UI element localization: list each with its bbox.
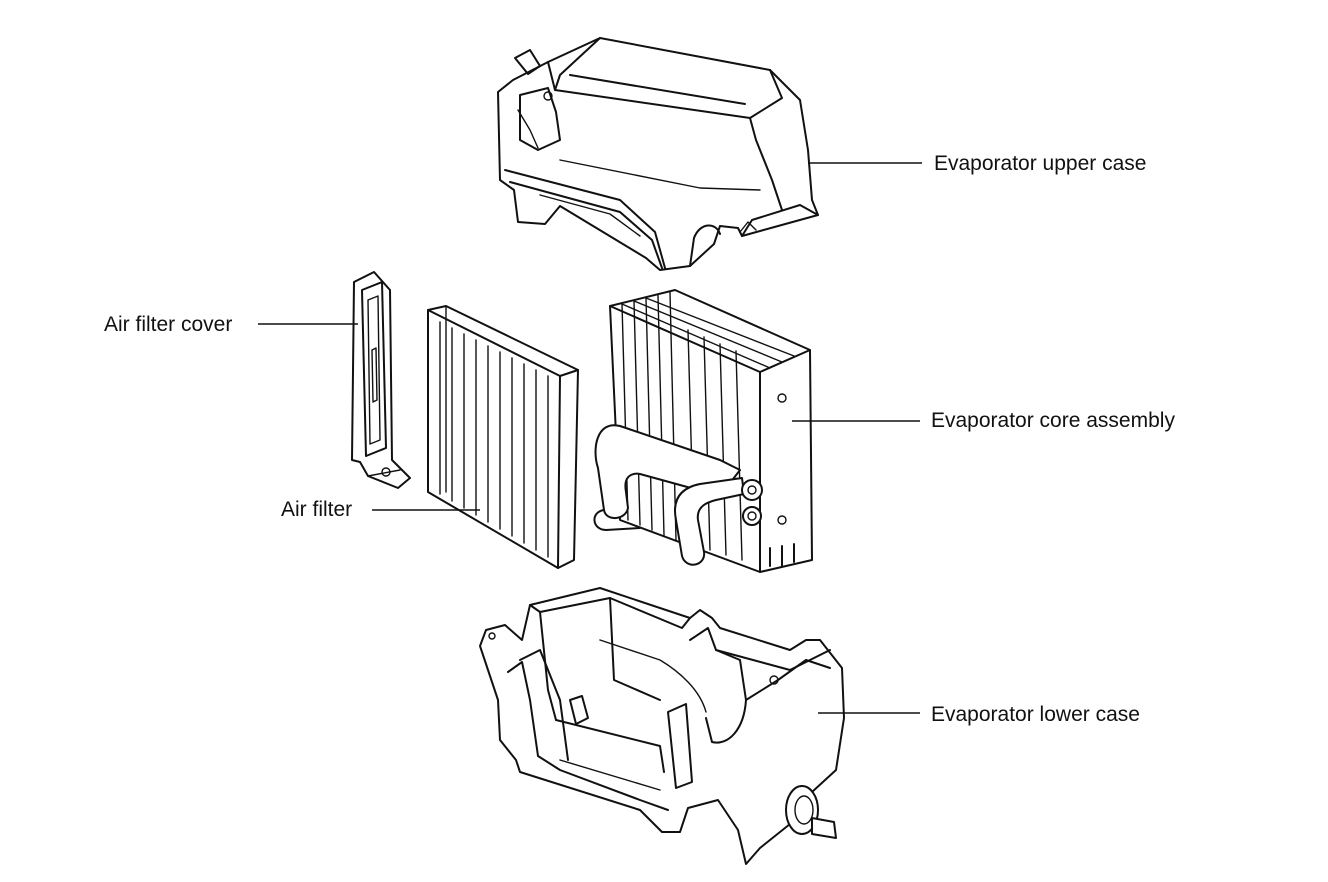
air-filter-cover-drawing [351, 271, 411, 489]
evaporator-upper-case-drawing [497, 37, 819, 271]
label-evaporator-core-assembly: Evaporator core assembly [931, 409, 1175, 432]
label-air-filter-cover: Air filter cover [104, 313, 233, 336]
label-evaporator-upper-case: Evaporator upper case [934, 152, 1147, 175]
air-filter-drawing [427, 305, 579, 569]
evaporator-core-assembly-drawing [593, 289, 813, 573]
label-air-filter: Air filter [281, 498, 353, 521]
evaporator-lower-case-drawing [479, 587, 845, 865]
label-evaporator-lower-case: Evaporator lower case [931, 703, 1140, 726]
